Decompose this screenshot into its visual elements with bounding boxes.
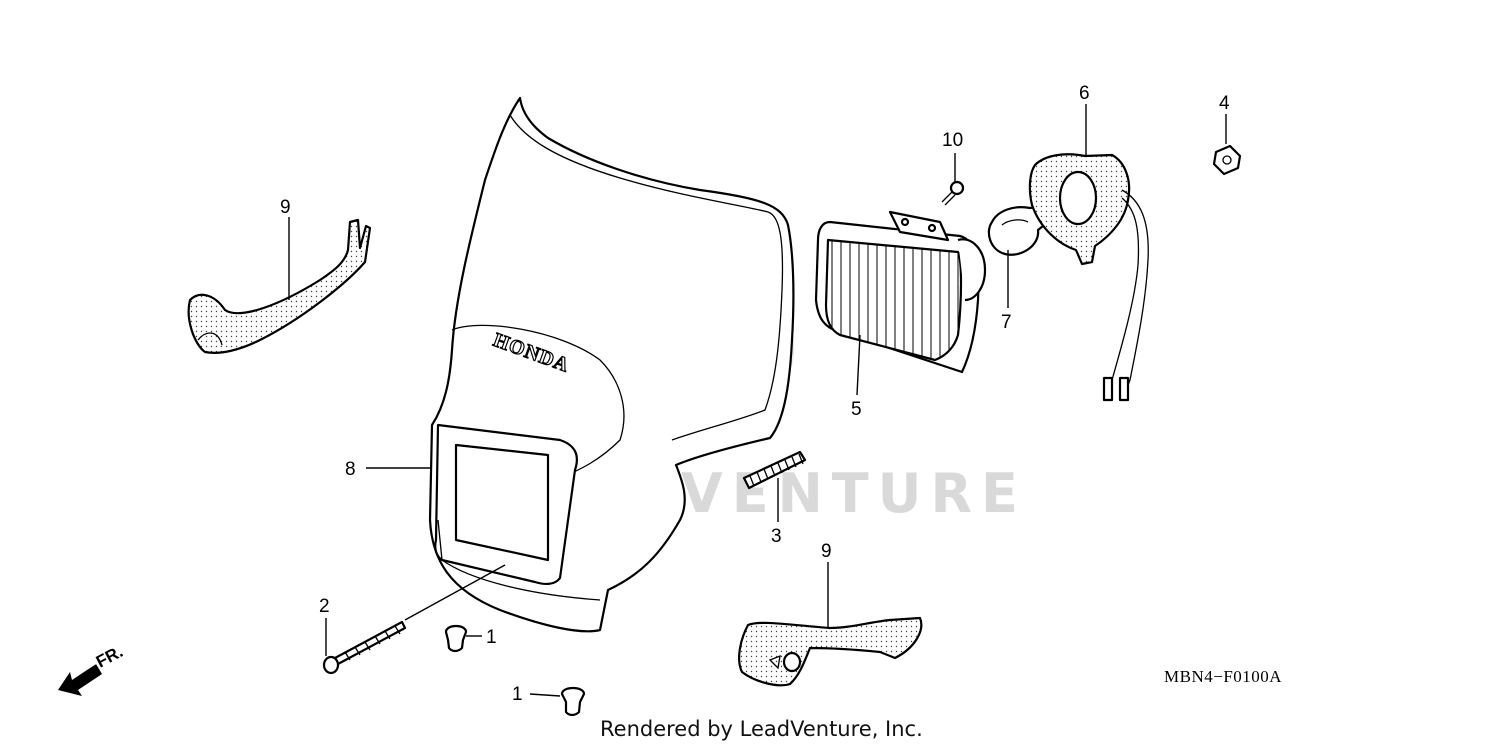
bulb-socket[interactable]	[1028, 153, 1149, 402]
callout-10: 10	[942, 130, 963, 151]
screw[interactable]	[941, 180, 965, 206]
bulb[interactable]	[987, 204, 1050, 256]
callout-4: 4	[1219, 93, 1230, 114]
headlight-cover[interactable]: HONDA	[428, 96, 795, 633]
callouts: 9 8 2 1 1 3 9 5 10 7 6 4	[280, 83, 1230, 705]
callout-7: 7	[1001, 312, 1012, 333]
grommet-upper[interactable]	[444, 624, 468, 653]
callout-1-upper: 1	[486, 627, 497, 648]
callout-9-upper: 9	[280, 197, 291, 218]
grommet-lower[interactable]	[560, 686, 586, 717]
callout-9-lower: 9	[821, 541, 832, 562]
nut[interactable]	[1212, 144, 1242, 176]
headlight-unit[interactable]	[814, 210, 987, 374]
spring[interactable]	[742, 450, 807, 490]
callout-8: 8	[345, 459, 356, 480]
callout-3: 3	[771, 526, 782, 547]
callout-6: 6	[1079, 83, 1090, 104]
callout-2: 2	[319, 596, 330, 617]
callout-5: 5	[851, 399, 862, 420]
footer-credit: Rendered by LeadVenture, Inc.	[600, 717, 923, 741]
leader-lines	[288, 104, 1227, 697]
callout-1-lower: 1	[512, 684, 523, 705]
bracket-lower[interactable]	[738, 616, 923, 687]
bracket-upper-left[interactable]	[187, 218, 372, 354]
drawing-code: MBN4−F0100A	[1164, 667, 1282, 686]
front-arrow-icon: FR.	[58, 642, 126, 696]
front-indicator-label: FR.	[93, 642, 126, 672]
bolt[interactable]	[322, 620, 407, 675]
